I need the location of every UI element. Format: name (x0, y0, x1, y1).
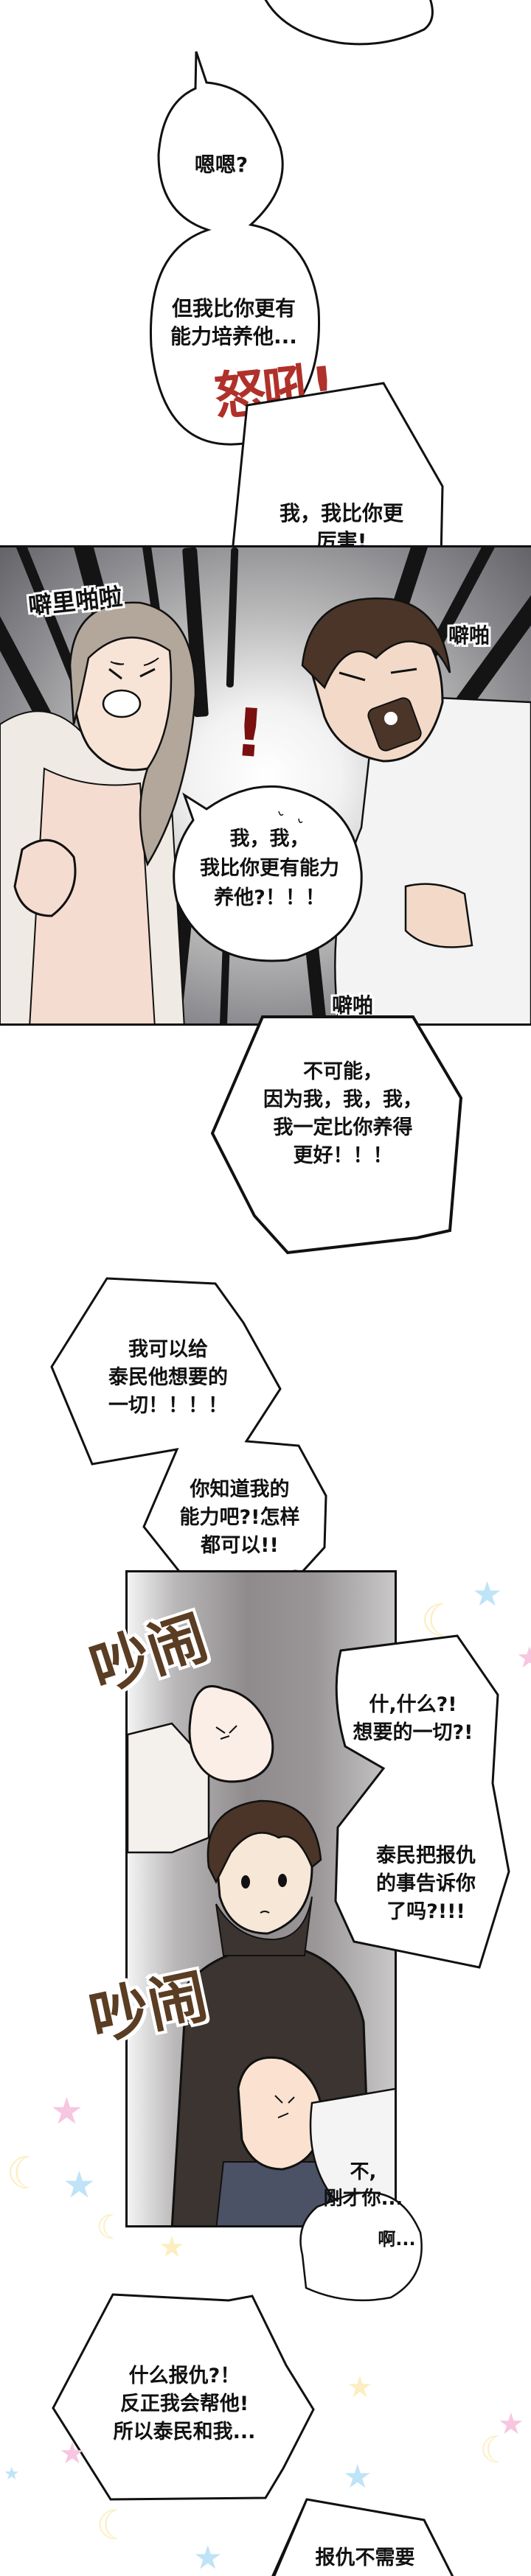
shout-bubble-5-outline (52, 2293, 315, 2501)
shout-bubble-3-4-outline (50, 1277, 327, 1586)
shout-bubble-6-text: 报仇不需要 (315, 2547, 415, 2569)
speech-bubble-round-outline (299, 2191, 423, 2302)
shout-bubble-5-text: 什么报仇?！ 反正我会帮他! 所以泰民和我... (113, 2365, 256, 2443)
speech-bubble-round-text: 不, 刚才你... (323, 2161, 403, 2210)
comic-panel-argument: ! 噼里啪啦 噼啪 噼啪 我，我， 我比你更有能力 养他?！！！ (0, 545, 531, 1026)
shout-bubble-panel2-text-1: 什,什么?! 想要的一切?! (353, 1693, 473, 1744)
star-icon: ★ (159, 2230, 185, 2264)
star-icon: ★ (63, 2163, 96, 2206)
moon-icon: ☾ (96, 2502, 133, 2549)
sfx-crackle-right: 噼啪 (448, 623, 490, 648)
star-icon: ★ (193, 2539, 223, 2576)
star-icon: ★ (343, 2458, 372, 2496)
sfx-crackle-bottom: 噼啪 (332, 993, 374, 1018)
star-icon: ★ (498, 2407, 524, 2441)
character-left-long-hair (0, 601, 197, 1023)
shout-bubble-3-text: 我可以给 泰民他想要的 一切！！！！ (108, 1338, 228, 1417)
star-icon: ★ (516, 1641, 531, 1675)
moon-icon: ☾ (479, 2429, 513, 2471)
shout-bubble-4-text: 你知道我的 能力吧?!怎样 都可以!! (179, 1478, 300, 1557)
shout-bubble-panel2-outline (334, 1634, 510, 1969)
star-icon: ★ (50, 2090, 83, 2132)
fist-top (128, 1685, 274, 1854)
shout-bubble-2-outline (210, 1015, 463, 1255)
speech-bubble-top-partial (264, 0, 434, 46)
moon-icon: ☾ (6, 2148, 46, 2199)
shout-bubble-1-text: 我，我比你更 厉害! (279, 501, 403, 553)
moon-icon: ☾ (96, 2208, 126, 2247)
speech-bubble-panel1-text: 我，我， 我比你更有能力 养他?！！！ (200, 827, 339, 909)
star-icon: ★ (472, 1574, 503, 1614)
shout-bubble-panel2-text-2: 泰民把报仇 的事告诉你 了吗?!!! (376, 1844, 476, 1923)
star-icon: ★ (347, 2370, 373, 2404)
speech-bubble-panel1-outline (173, 785, 363, 962)
star-icon: ★ (59, 2437, 86, 2471)
star-icon: ★ (4, 2463, 20, 2484)
fist-bottom (237, 2056, 395, 2207)
shout-bubble-6-outline (271, 2498, 454, 2576)
shout-bubble-2-text: 不可能， 因为我，我，我， 我一定比你养得 更好！！！ (263, 1060, 423, 1167)
speech-bubble-round-tail-text: 啊... (378, 2229, 416, 2250)
thought-bubble-text-2: 但我比你更有 能力培养他... (170, 296, 297, 349)
thought-bubble-text-1: 嗯嗯? (194, 153, 249, 177)
